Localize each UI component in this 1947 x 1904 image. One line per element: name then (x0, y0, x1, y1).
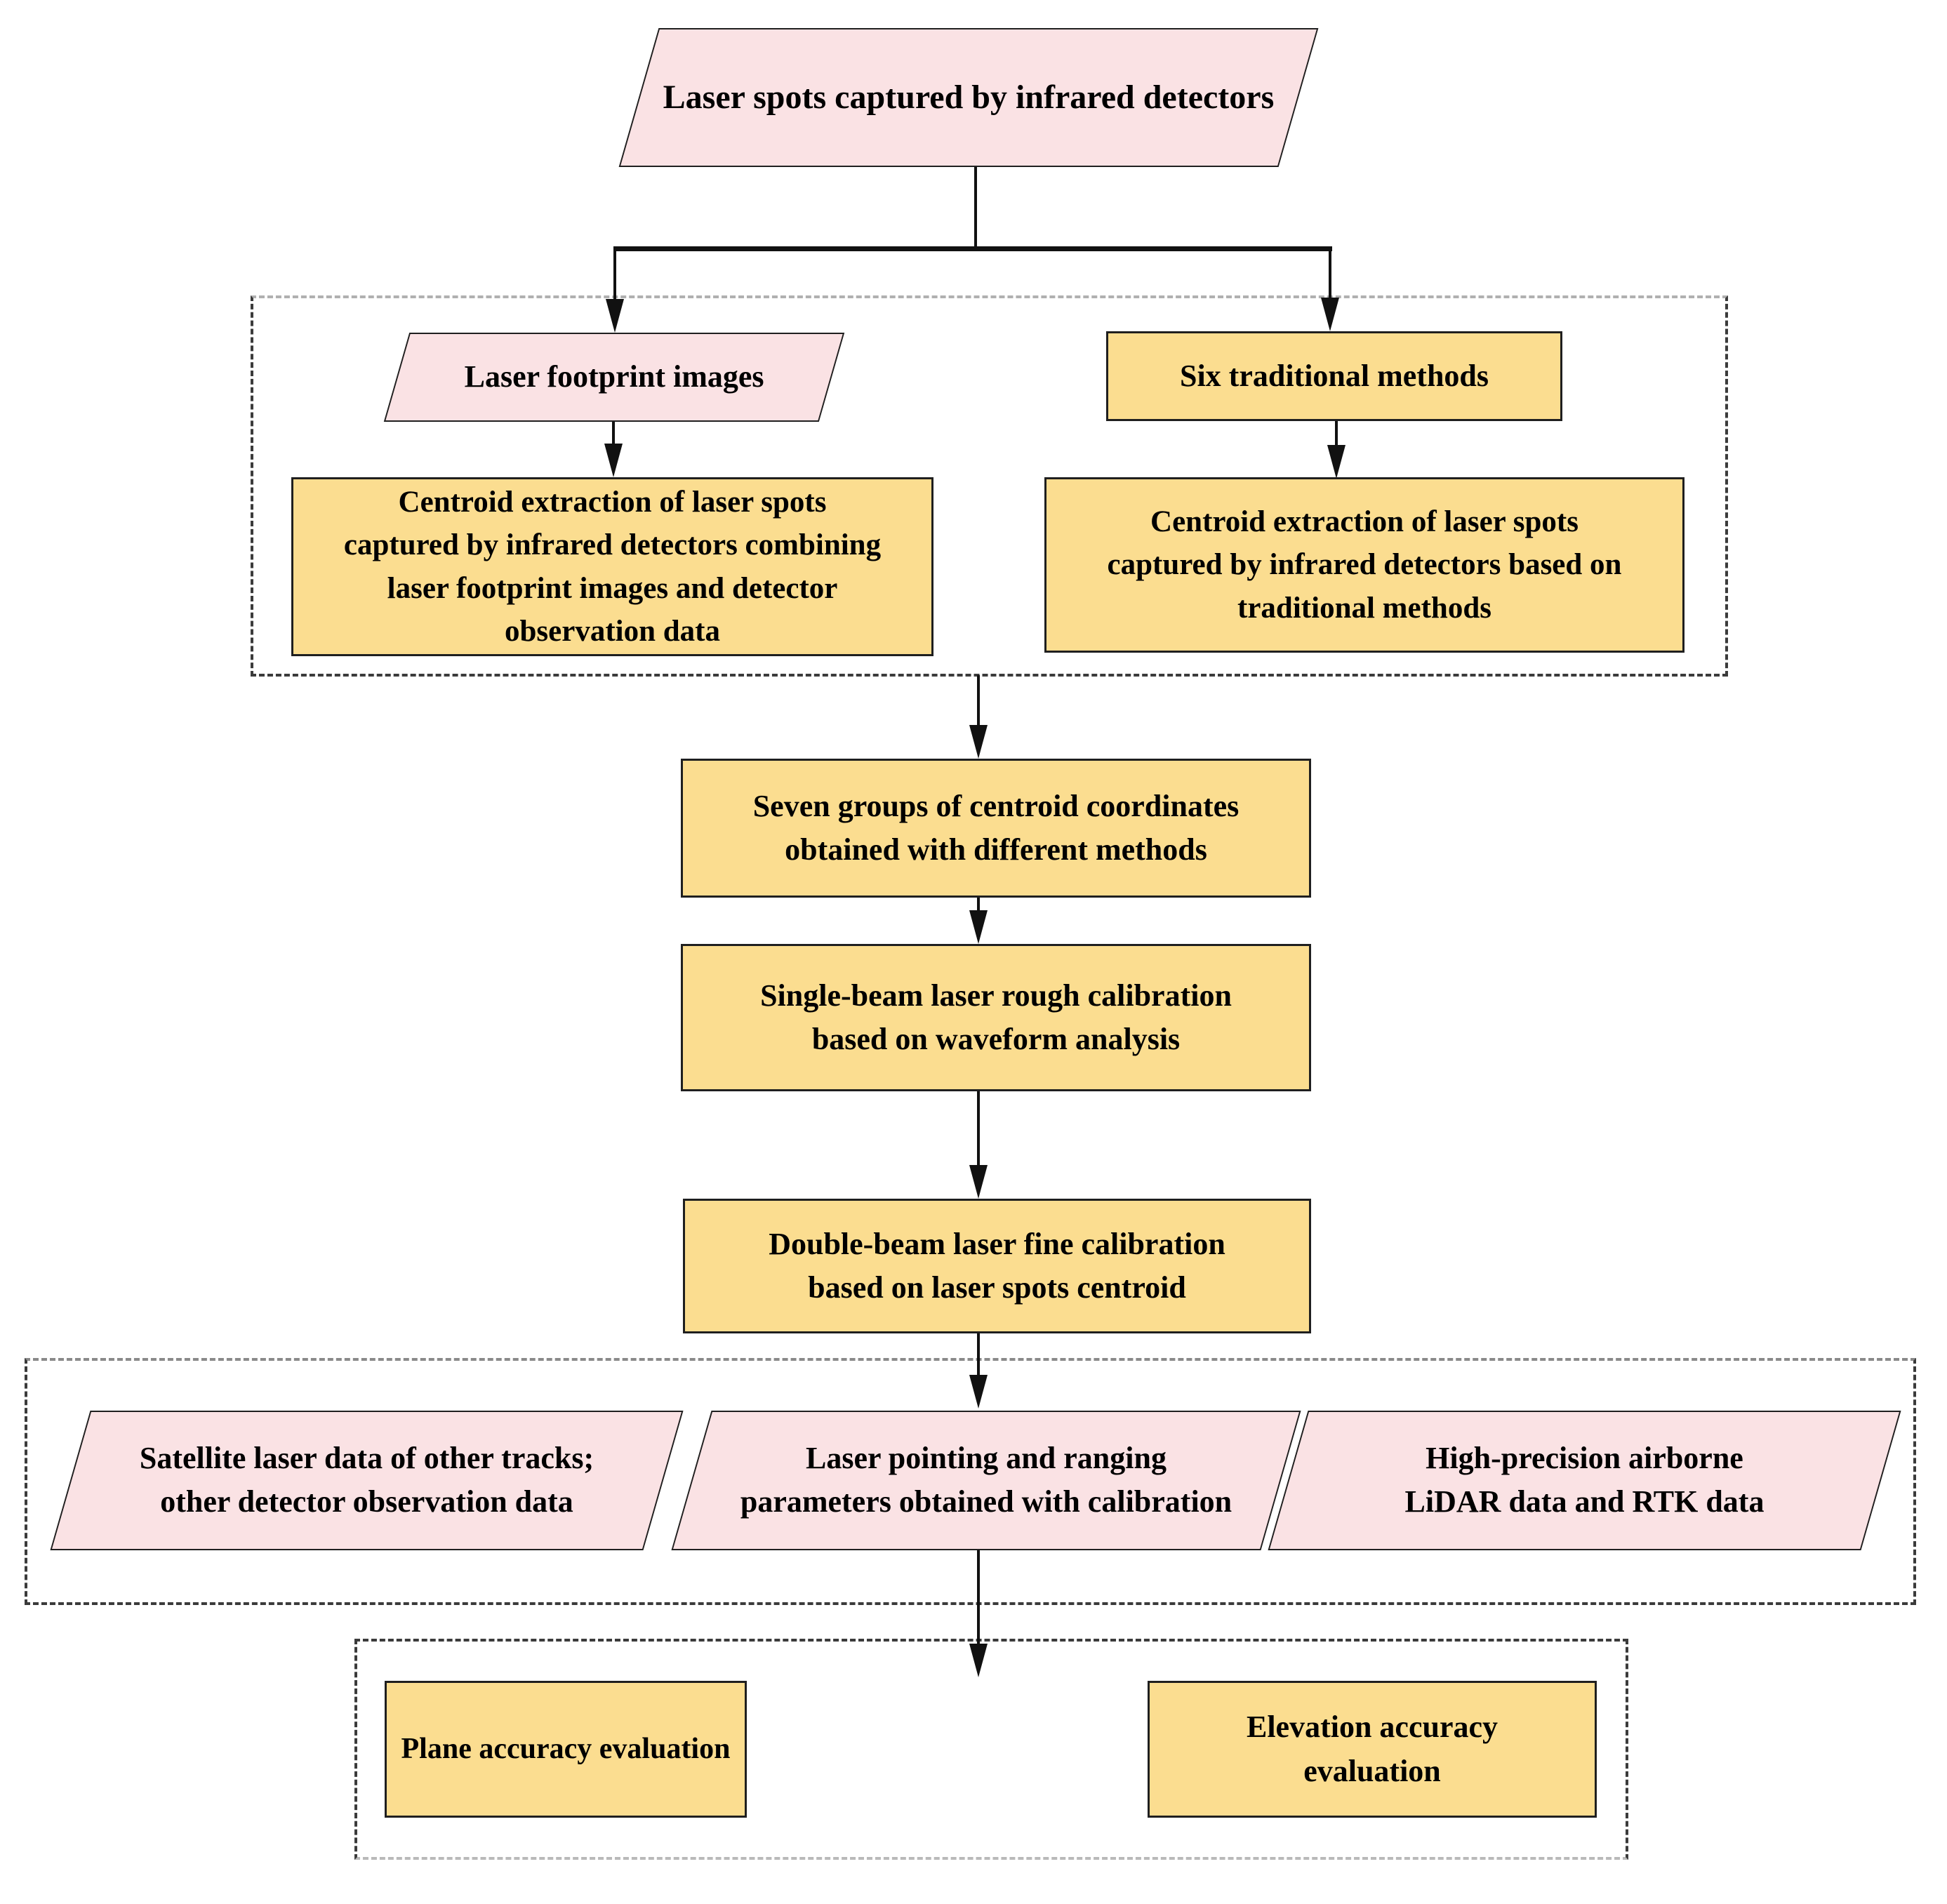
node-six-traditional-methods-label: Six traditional methods (1179, 358, 1489, 393)
node-laser-spots-source-label: Laser spots captured by infrared detecto… (663, 78, 1275, 116)
connector-six-to-centroid (1335, 420, 1338, 449)
node-centroid-extraction-traditional: Centroid extraction of laser spots captu… (1044, 477, 1684, 653)
group-calibration-data (25, 1358, 1916, 1605)
node-single-beam-rough-calibration: Single-beam laser rough calibration base… (681, 944, 1311, 1091)
node-pointing-ranging-params: Laser pointing and ranging parameters ob… (671, 1411, 1301, 1550)
connector-single-to-double (977, 1090, 980, 1167)
arrowhead-six-to-centroid (1327, 445, 1345, 479)
connector-seven-to-single (977, 896, 980, 914)
node-centroid-extraction-traditional-label: Centroid extraction of laser spots captu… (1107, 505, 1622, 625)
node-centroid-extraction-combined-label: Centroid extraction of laser spots captu… (343, 486, 882, 648)
group-accuracy-evaluation (354, 1639, 1628, 1860)
connector-right-branch (1329, 246, 1331, 301)
node-laser-footprint-images: Laser footprint images (383, 333, 845, 422)
arrowhead-merge-to-seven (969, 725, 988, 759)
arrowhead-right-branch (1321, 298, 1339, 331)
node-double-beam-fine-calibration: Double-beam laser fine calibration based… (683, 1199, 1311, 1333)
node-laser-footprint-images-label: Laser footprint images (464, 359, 764, 394)
node-six-traditional-methods: Six traditional methods (1106, 331, 1562, 421)
arrowhead-params-to-evaluation (969, 1644, 988, 1677)
node-laser-spots-source: Laser spots captured by infrared detecto… (618, 28, 1319, 167)
arrowhead-footprint-to-centroid (604, 444, 623, 477)
node-single-beam-rough-calibration-label: Single-beam laser rough calibration base… (760, 978, 1232, 1056)
node-pointing-ranging-params-label: Laser pointing and ranging parameters ob… (740, 1441, 1232, 1519)
node-lidar-rtk-data-label: High-precision airborne LiDAR data and R… (1404, 1441, 1765, 1519)
node-seven-groups-centroid: Seven groups of centroid coordinates obt… (681, 759, 1311, 898)
connector-split-bar (613, 246, 1332, 251)
node-seven-groups-centroid-label: Seven groups of centroid coordinates obt… (752, 788, 1240, 867)
connector-params-to-evaluation (977, 1549, 980, 1646)
node-satellite-laser-data: Satellite laser data of other tracks; ot… (50, 1411, 684, 1550)
node-plane-accuracy-evaluation: Plane accuracy evaluation (385, 1681, 747, 1818)
connector-merge-to-seven (977, 675, 980, 728)
arrowhead-single-to-double (969, 1165, 988, 1199)
node-centroid-extraction-combined: Centroid extraction of laser spots captu… (291, 477, 933, 656)
node-elevation-accuracy-evaluation-label: Elevation accuracy evaluation (1246, 1710, 1499, 1788)
arrowhead-double-to-params (969, 1375, 988, 1409)
connector-footprint-to-centroid (612, 420, 615, 448)
node-elevation-accuracy-evaluation: Elevation accuracy evaluation (1148, 1681, 1597, 1818)
connector-left-branch (613, 246, 616, 302)
node-lidar-rtk-data: High-precision airborne LiDAR data and R… (1268, 1411, 1901, 1550)
node-double-beam-fine-calibration-label: Double-beam laser fine calibration based… (769, 1226, 1225, 1305)
connector-double-to-params (977, 1332, 980, 1377)
arrowhead-left-branch (606, 299, 624, 333)
node-plane-accuracy-evaluation-label: Plane accuracy evaluation (401, 1732, 731, 1765)
connector-source-down (974, 166, 977, 248)
node-satellite-laser-data-label: Satellite laser data of other tracks; ot… (139, 1441, 594, 1519)
group-centroid-extraction (251, 295, 1728, 677)
arrowhead-seven-to-single (969, 910, 988, 944)
